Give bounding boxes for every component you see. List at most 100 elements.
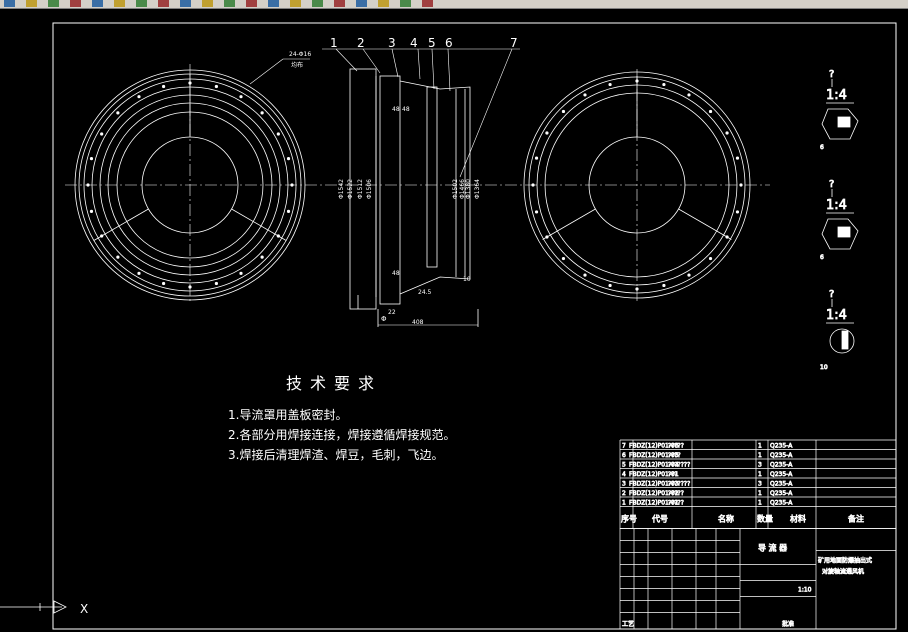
balloon-7: 7 — [510, 36, 518, 50]
bolt-hole — [687, 93, 691, 97]
bom-code: FBDZ(12)P01-01 — [629, 471, 679, 478]
undo-icon[interactable] — [158, 0, 169, 7]
cut-icon[interactable] — [92, 0, 103, 7]
dim-vertical: Φ1542 — [338, 179, 345, 199]
dim-horizontal: 48 — [392, 270, 400, 277]
detail-scale: 1:4 — [826, 88, 847, 103]
drawing-border — [52, 22, 897, 630]
bom-no: 6 — [622, 452, 626, 459]
detail-views: ?1:46?1:46?1:410 — [820, 69, 859, 371]
dim-horizontal: 10 — [463, 276, 471, 283]
redo-icon[interactable] — [180, 0, 191, 7]
bom-code: FBDZ(12)P01-01 — [629, 500, 679, 507]
detail-scale: 1:4 — [826, 308, 847, 323]
bolt-hole — [100, 234, 104, 238]
bom-code: FBDZ(12)P01-04 — [629, 462, 679, 469]
bolt-hole — [137, 95, 141, 99]
bom-code: FBDZ(12)P01-06 — [629, 443, 679, 450]
bom-no: 5 — [622, 462, 626, 469]
bolt-hole — [534, 156, 539, 160]
zoom-realtime-icon[interactable] — [224, 0, 235, 7]
copy-icon[interactable] — [114, 0, 125, 7]
bom-no: 7 — [622, 443, 626, 450]
tool-palettes-icon[interactable] — [334, 0, 345, 7]
bolt-hole — [89, 157, 94, 161]
bom-qty: 3 — [758, 481, 762, 488]
detail-label: ? — [829, 179, 834, 190]
zoom-window-icon[interactable] — [246, 0, 257, 7]
weld-note-top: 24-Φ16 — [289, 51, 311, 58]
save-icon[interactable] — [26, 0, 37, 7]
bolt-hole — [100, 132, 104, 136]
bolt-hole — [276, 234, 280, 238]
project-line-2: 对旋轴流通风机 — [822, 568, 864, 576]
bolt-hole — [239, 95, 243, 99]
layer-icon[interactable] — [400, 0, 411, 7]
properties-icon[interactable] — [290, 0, 301, 7]
weld-note-leader — [249, 58, 310, 85]
process-label: 工艺 — [622, 620, 634, 628]
paste-icon[interactable] — [136, 0, 147, 7]
balloon-leaders — [322, 48, 520, 178]
bom-mat: Q235-A — [770, 462, 793, 469]
spoke — [678, 208, 732, 240]
bolt-hole — [608, 283, 612, 288]
bom-qty: 1 — [758, 443, 762, 450]
bolt-hole — [286, 209, 291, 213]
dim-vertical: Φ1466 — [459, 179, 466, 199]
bom-no: 1 — [622, 500, 626, 507]
bom-hdr-no: 序号 — [621, 514, 637, 524]
bom-mat: Q235-A — [770, 500, 793, 507]
bolt-hole — [260, 111, 264, 115]
bolt-hole — [662, 82, 666, 87]
spoke — [542, 208, 596, 240]
detail-outline — [821, 108, 859, 140]
bolt-hole — [162, 84, 166, 89]
open-icon[interactable] — [4, 0, 15, 7]
title-block — [619, 528, 897, 630]
bom-no: 2 — [622, 490, 626, 497]
bolt-hole — [735, 210, 740, 214]
pan-icon[interactable] — [202, 0, 213, 7]
print-icon[interactable] — [48, 0, 59, 7]
bolt-hole — [687, 273, 691, 277]
balloon-3: 3 — [388, 36, 396, 50]
dim-left-bottom: Φ — [381, 315, 387, 323]
drawing-name: 导 流 器 — [758, 543, 787, 553]
bolt-hole — [214, 281, 218, 286]
bolt-hole — [214, 84, 218, 89]
detail-hatch — [841, 330, 849, 350]
dim-vertical: Φ1364 — [474, 179, 481, 199]
zoom-previous-icon[interactable] — [268, 0, 279, 7]
preview-icon[interactable] — [70, 0, 81, 7]
bom-hdr-mat: 材料 — [790, 514, 806, 524]
section-view — [349, 68, 479, 327]
detail-hatch — [837, 116, 851, 128]
bom-code: FBDZ(12)P01-03 — [629, 481, 679, 488]
bolt-hole — [286, 157, 291, 161]
markup-icon[interactable] — [356, 0, 367, 7]
center-lines — [65, 64, 770, 304]
design-center-icon[interactable] — [312, 0, 323, 7]
bolt-hole — [116, 111, 120, 115]
dim-horizontal: 24.5 — [418, 289, 432, 296]
project-line-1: 矿用地面防爆抽出式 — [818, 557, 872, 565]
dim-horizontal: 48 — [402, 106, 410, 113]
bolt-hole — [583, 273, 587, 277]
bolt-hole — [735, 156, 740, 160]
bolt-hole — [662, 283, 666, 288]
bom-hdr-name: 名称 — [718, 514, 734, 524]
bolt-hole — [89, 209, 94, 213]
bolt-hole — [725, 131, 729, 135]
match-icon[interactable] — [422, 0, 433, 7]
detail-outline — [829, 328, 855, 354]
bom-name: ????? — [668, 443, 684, 450]
dim-vertical: Φ1512 — [357, 179, 364, 199]
bom-name: ??? — [668, 471, 678, 478]
detail-dim: 6 — [820, 254, 824, 261]
balloon-1: 1 — [330, 36, 338, 50]
calculator-icon[interactable] — [378, 0, 389, 7]
approve-label: 批准 — [782, 620, 794, 628]
